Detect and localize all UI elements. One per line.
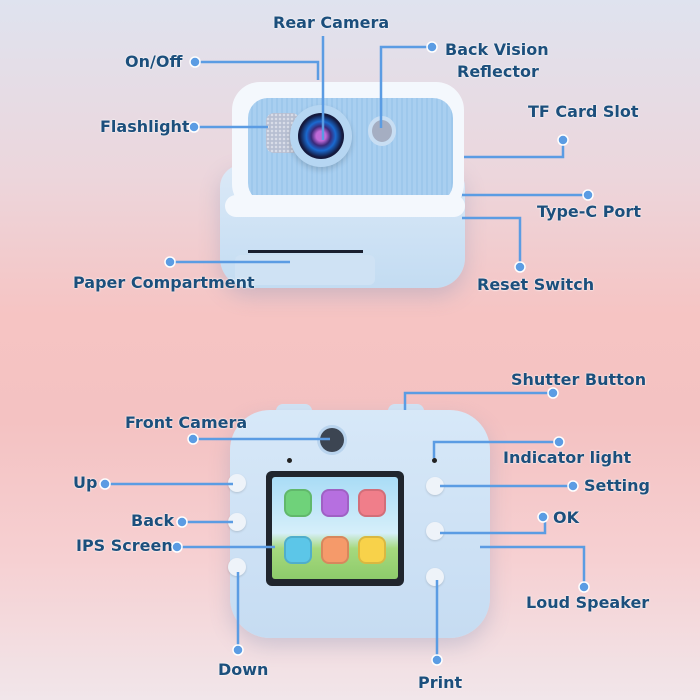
label-up: Up [73, 473, 98, 492]
dot-flashlight [188, 121, 200, 133]
back-button [228, 513, 246, 531]
dot-indicator [553, 436, 565, 448]
play-app-icon [358, 489, 386, 517]
print-button [426, 568, 444, 586]
label-reset-switch: Reset Switch [477, 275, 595, 294]
dot-speaker [578, 581, 590, 593]
label-down: Down [218, 660, 269, 679]
label-reflector: Reflector [457, 62, 539, 81]
dot-down [232, 644, 244, 656]
label-ips-screen: IPS Screen [76, 536, 173, 555]
label-setting: Setting [584, 476, 650, 495]
settings-app-icon [284, 536, 312, 564]
line-ok [440, 517, 547, 535]
reflector-icon [372, 120, 392, 142]
label-print: Print [418, 673, 463, 692]
line-reset [462, 216, 522, 267]
dot-front-camera [187, 433, 199, 445]
indicator-light [432, 458, 437, 463]
dot-print [431, 654, 443, 666]
label-ok: OK [553, 508, 579, 527]
dot-reflector [426, 41, 438, 53]
dot-reset [514, 261, 526, 273]
video-app-icon [321, 489, 349, 517]
dot-up [99, 478, 111, 490]
label-back-vision: Back Vision [445, 40, 549, 59]
label-on-off: On/Off [125, 52, 183, 71]
down-button [228, 558, 246, 576]
line-on-off [195, 60, 320, 80]
game-app-icon [321, 536, 349, 564]
dot-on-off [189, 56, 201, 68]
dot-ips [171, 541, 183, 553]
label-paper-compartment: Paper Compartment [73, 273, 255, 292]
label-shutter-button: Shutter Button [511, 370, 647, 389]
dot-tf-card [557, 134, 569, 146]
dot-paper [164, 256, 176, 268]
dot-setting [567, 480, 579, 492]
setting-button [426, 477, 444, 495]
dot-type-c [582, 189, 594, 201]
line-tf-card [464, 140, 565, 159]
dot-back [176, 516, 188, 528]
label-back: Back [131, 511, 175, 530]
paper-slot [248, 250, 363, 253]
line-speaker [480, 545, 586, 587]
camera-app-icon [284, 489, 312, 517]
mic-hole [287, 458, 292, 463]
label-indicator-light: Indicator light [503, 448, 632, 467]
label-flashlight: Flashlight [100, 117, 190, 136]
ok-button [426, 522, 444, 540]
label-front-camera: Front Camera [125, 413, 248, 432]
line-reflector [379, 45, 432, 128]
dot-shutter [547, 387, 559, 399]
line-shutter [403, 391, 553, 410]
camera-rear-band [225, 195, 465, 217]
paper-compartment [235, 255, 375, 285]
rear-lens-icon [298, 113, 344, 159]
music-app-icon [358, 536, 386, 564]
label-tf-card-slot: TF Card Slot [528, 102, 639, 121]
label-loud-speaker: Loud Speaker [526, 593, 650, 612]
label-rear-camera: Rear Camera [273, 13, 390, 32]
screen-display [272, 477, 398, 579]
label-type-c-port: Type-C Port [537, 202, 641, 221]
line-indicator [432, 440, 559, 458]
up-button [228, 474, 246, 492]
dot-ok [537, 511, 549, 523]
